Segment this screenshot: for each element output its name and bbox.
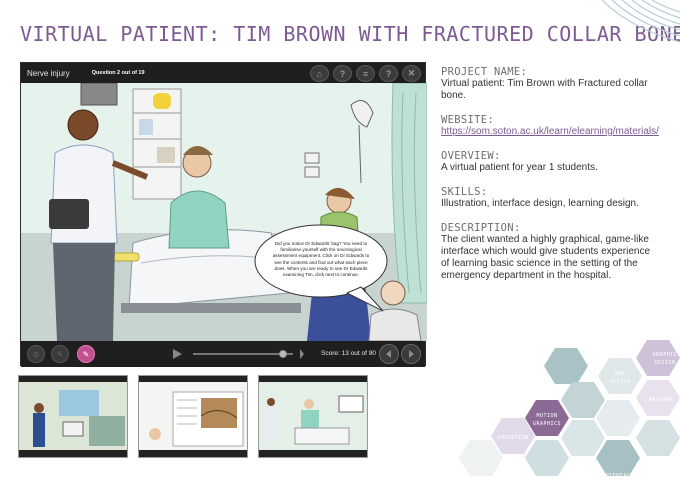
hexagon (636, 420, 680, 456)
skills-text: Illustration, interface design, learning… (441, 198, 639, 209)
project-name-section: PROJECT NAME: Virtual patient: Tim Brown… (441, 66, 661, 102)
hexagon (525, 400, 569, 436)
thumbnail-1[interactable] (18, 375, 128, 458)
app-bottom-bar: ⊘ ✎ ✎ Score: 13 out of 90 (21, 341, 425, 367)
hex-label-interface: INTERFACE (602, 473, 634, 479)
reference-icon[interactable]: ✎ (51, 345, 69, 363)
hex-label-graphics: GRAPHICS (533, 421, 561, 427)
previous-button[interactable] (379, 344, 399, 364)
thumbnail-2[interactable] (138, 375, 248, 458)
project-name-text: Virtual patient: Tim Brown with Fracture… (441, 78, 648, 101)
thumbnail-3[interactable] (258, 375, 368, 458)
chevron-left-icon (386, 350, 391, 358)
hexagon (636, 380, 680, 416)
description-heading: DESCRIPTION: (441, 222, 521, 234)
overview-text: A virtual patient for year 1 students. (441, 162, 598, 173)
skills-heading: SKILLS: (441, 186, 488, 198)
virtual-patient-screenshot: Nerve injury Question 2 out of 19 ⌂ ? ≡ … (20, 62, 427, 367)
thumbnail-bottom-bar (19, 450, 127, 457)
project-name-heading: PROJECT NAME: (441, 66, 528, 78)
volume-icon[interactable] (300, 349, 310, 359)
speech-bubble-text: Did you notice Dr Edwards' bag? You need… (272, 241, 370, 277)
question-icon[interactable]: ? (379, 65, 398, 82)
question-counter: Question 2 out of 19 (91, 70, 145, 76)
thumbnail-bottom-bar (259, 450, 367, 457)
hexagon (598, 358, 642, 394)
page-title: VIRTUAL PATIENT: TIM BROWN WITH FRACTURE… (20, 22, 680, 46)
chevron-right-icon (409, 350, 414, 358)
thumbnail-scene (19, 382, 127, 452)
hexagon (596, 400, 640, 436)
website-section: WEBSITE: https://som.soton.ac.uk/learn/e… (441, 114, 661, 138)
description-text: The client wanted a highly graphical, ga… (441, 234, 651, 281)
hexagon (596, 440, 640, 476)
hexagon (491, 418, 535, 454)
pen-tool-icon[interactable]: ✎ (77, 345, 95, 363)
hospital-scene-illustration: Did you notice Dr Edwards' bag? You need… (21, 83, 427, 341)
toolbar-icons: ⌂ ? ≡ ? ✕ (310, 65, 421, 82)
score-label: Score: 13 out of 90 (321, 350, 376, 357)
skills-hexagon-cluster: GRAPHIC DESIGN WEB DESIGN ARTWORK MOTION… (459, 340, 680, 479)
home-icon[interactable]: ⌂ (310, 65, 329, 82)
hex-label-design: DESIGN (654, 360, 675, 366)
audio-progress-track[interactable] (193, 353, 293, 355)
thumbnail-top-bar (259, 376, 367, 382)
hexagon (459, 440, 503, 476)
hexagon (636, 340, 680, 376)
app-top-bar: Nerve injury Question 2 out of 19 ⌂ ? ≡ … (21, 63, 425, 83)
help-icon[interactable]: ? (333, 65, 352, 82)
website-heading: WEBSITE: (441, 114, 494, 126)
hexagon (544, 348, 588, 384)
thumbnail-scene (139, 382, 247, 452)
hexagon (561, 420, 605, 456)
overview-section: OVERVIEW: A virtual patient for year 1 s… (441, 150, 661, 174)
notes-icon[interactable]: ≡ (356, 65, 375, 82)
skills-section: SKILLS: Illustration, interface design, … (441, 186, 661, 210)
hexagon (561, 382, 605, 418)
thumbnail-top-bar (19, 376, 127, 382)
thumbnail-scene (259, 382, 367, 452)
overview-heading: OVERVIEW: (441, 150, 501, 162)
hexagon (525, 440, 569, 476)
project-info: PROJECT NAME: Virtual patient: Tim Brown… (441, 66, 661, 294)
hex-label-motion: MOTION (536, 413, 557, 419)
close-icon[interactable]: ✕ (402, 65, 421, 82)
hex-label-web-design: DESIGN (609, 379, 630, 385)
play-icon[interactable] (173, 349, 182, 359)
hex-label-web: WEB (615, 371, 626, 377)
audio-progress-knob[interactable] (279, 350, 287, 358)
thumbnail-top-bar (139, 376, 247, 382)
decorative-corner-lines (601, 0, 680, 43)
scene-artwork (21, 83, 427, 341)
lesson-title: Nerve injury (27, 68, 70, 78)
next-button[interactable] (401, 344, 421, 364)
thumbnail-bottom-bar (139, 450, 247, 457)
description-section: DESCRIPTION: The client wanted a highly … (441, 222, 661, 282)
disabled-tool-icon[interactable]: ⊘ (27, 345, 45, 363)
hex-label-artwork: ARTWORK (649, 397, 674, 403)
hex-label-graphic: GRAPHIC (653, 352, 678, 358)
hex-label-animation: ANIMATION (497, 435, 529, 441)
website-link[interactable]: https://som.soton.ac.uk/learn/elearning/… (441, 126, 659, 137)
